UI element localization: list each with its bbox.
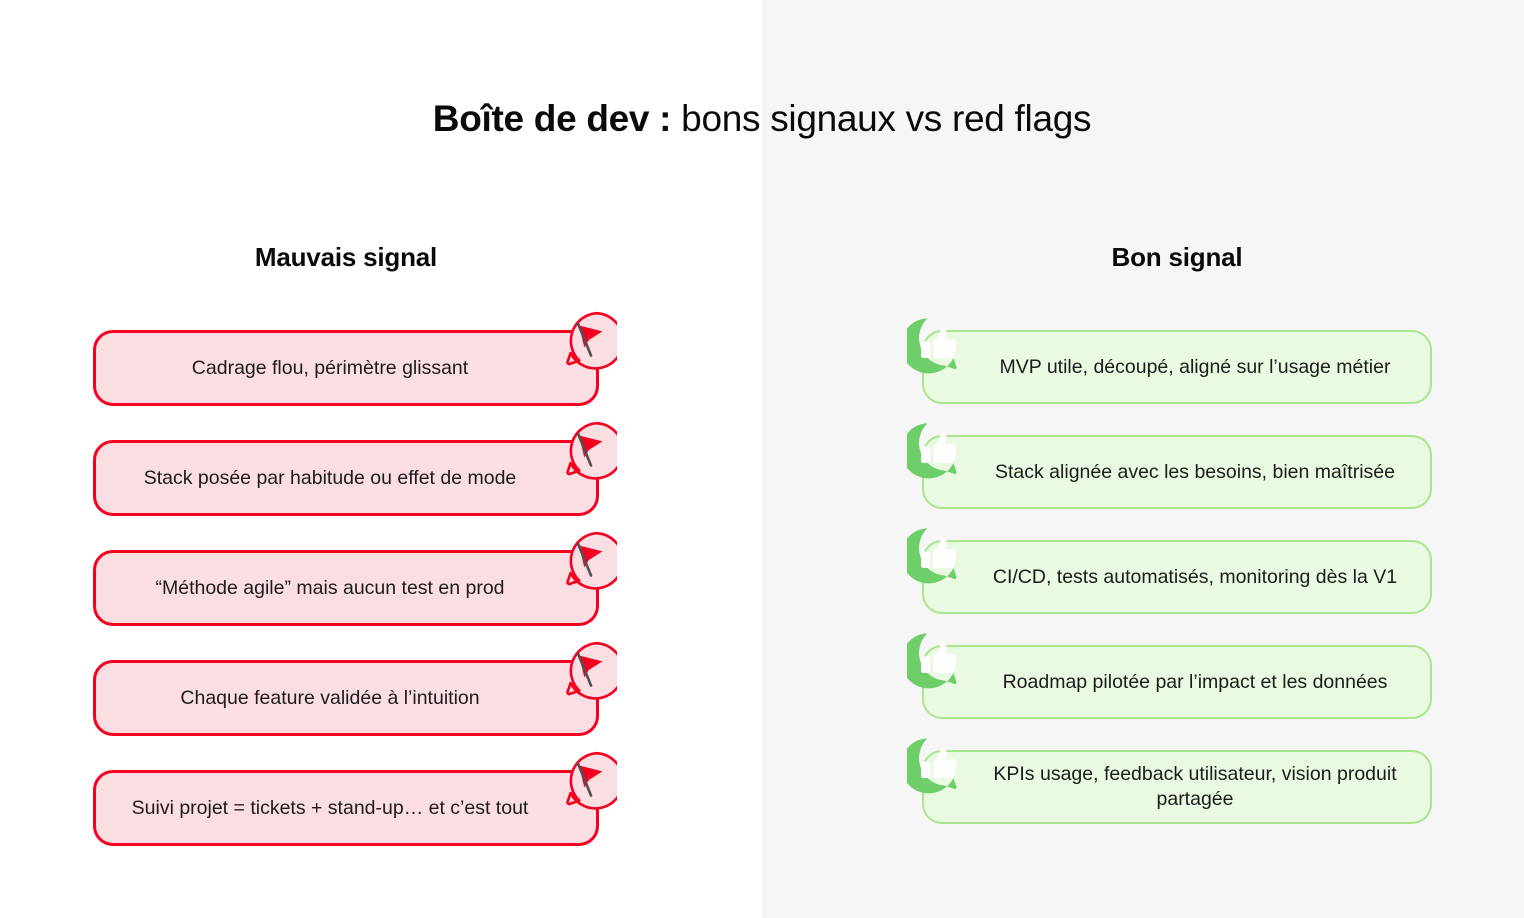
good-signal-label: MVP utile, découpé, aligné sur l’usage m… xyxy=(999,355,1391,378)
thumbs-up-icon xyxy=(907,419,969,481)
red-flag-icon xyxy=(555,309,617,371)
good-signal-list: MVP utile, découpé, aligné sur l’usage m… xyxy=(907,318,1432,855)
bad-signal-label: Suivi projet = tickets + stand-up… et c’… xyxy=(131,796,529,819)
page-title-rest: bons signaux vs red flags xyxy=(671,98,1092,139)
thumbs-up-icon xyxy=(907,629,969,691)
thumbs-up-icon xyxy=(907,524,969,586)
bad-signal-card: Cadrage flou, périmètre glissant xyxy=(93,311,617,406)
bad-signal-card: Chaque feature validée à l’intuition xyxy=(93,641,617,736)
thumbs-up-icon xyxy=(907,734,969,796)
red-flag-icon xyxy=(555,529,617,591)
bad-signal-label: Cadrage flou, périmètre glissant xyxy=(191,356,469,379)
bad-signal-card: Stack posée par habitude ou effet de mod… xyxy=(93,421,617,516)
good-signal-label: Roadmap pilotée par l’impact et les donn… xyxy=(1002,670,1388,693)
good-signal-label: Stack alignée avec les besoins, bien maî… xyxy=(995,460,1395,483)
bad-signal-label: Chaque feature validée à l’intuition xyxy=(180,686,480,709)
bad-signal-label: “Méthode agile” mais aucun test en prod xyxy=(155,576,505,599)
good-signal-card: Roadmap pilotée par l’impact et les donn… xyxy=(907,633,1432,719)
column-heading-bad: Mauvais signal xyxy=(254,242,438,272)
good-signal-card: CI/CD, tests automatisés, monitoring dès… xyxy=(907,528,1432,614)
bad-signal-card: “Méthode agile” mais aucun test en prod xyxy=(93,531,617,626)
bad-signal-card: Suivi projet = tickets + stand-up… et c’… xyxy=(93,751,617,846)
thumbs-up-icon xyxy=(907,314,969,376)
red-flag-icon xyxy=(555,749,617,811)
bad-signal-label: Stack posée par habitude ou effet de mod… xyxy=(143,466,517,489)
red-flag-icon xyxy=(555,419,617,481)
good-signal-card: MVP utile, découpé, aligné sur l’usage m… xyxy=(907,318,1432,404)
good-signal-card: Stack alignée avec les besoins, bien maî… xyxy=(907,423,1432,509)
good-signal-card: KPIs usage, feedback utilisateur, vision… xyxy=(907,738,1432,824)
red-flag-icon xyxy=(555,639,617,701)
good-signal-label: KPIs usage, feedback utilisateur, vision… xyxy=(993,763,1397,810)
column-heading-good: Bon signal xyxy=(1111,242,1243,272)
good-signal-label: CI/CD, tests automatisés, monitoring dès… xyxy=(992,565,1398,588)
page-title-strong: Boîte de dev : xyxy=(432,98,672,139)
page-title: Boîte de dev : bons signaux vs red flags xyxy=(0,96,1524,142)
